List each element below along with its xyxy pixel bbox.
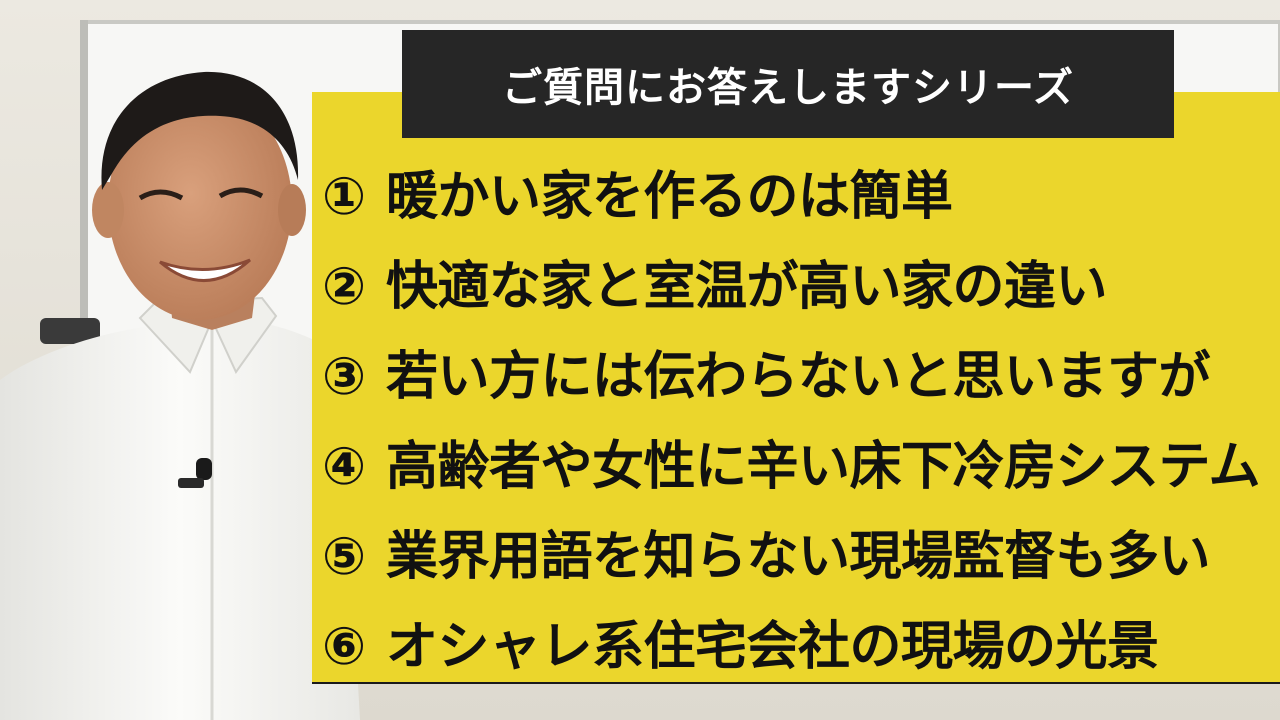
list-item: ④ 高齢者や女性に辛い床下冷房システム	[322, 436, 1272, 526]
whiteboard-frame-left	[80, 20, 88, 360]
list-item: ② 快適な家と室温が高い家の違い	[322, 256, 1272, 346]
item-text: 高齢者や女性に辛い床下冷房システム	[386, 437, 1260, 497]
item-number: ⑥	[322, 617, 367, 677]
presenter-eye-left	[138, 189, 184, 201]
list-item: ③ 若い方には伝わらないと思いますが	[322, 346, 1272, 436]
list-item: ⑤ 業界用語を知らない現場監督も多い	[322, 526, 1272, 616]
presenter-ear-right	[278, 184, 306, 236]
item-number: ②	[322, 257, 367, 317]
series-title: ご質問にお答えしますシリーズ	[502, 65, 1074, 111]
item-text: 暖かい家を作るのは簡単	[386, 167, 953, 227]
presenter-eye-right	[218, 187, 264, 199]
item-text: 快適な家と室温が高い家の違い	[386, 257, 1108, 317]
topic-list: ① 暖かい家を作るのは簡単 ② 快適な家と室温が高い家の違い ③ 若い方には伝わ…	[322, 166, 1272, 706]
title-bar: ご質問にお答えしますシリーズ	[402, 30, 1174, 138]
yellow-panel	[312, 92, 1280, 682]
presenter-mouth	[159, 258, 251, 282]
item-number: ④	[322, 437, 367, 497]
whiteboard-tray	[40, 318, 100, 344]
list-item: ⑥ オシャレ系住宅会社の現場の光景	[322, 616, 1272, 706]
presenter-shirt	[0, 320, 360, 720]
item-number: ③	[322, 347, 367, 407]
item-text: 若い方には伝わらないと思いますが	[386, 347, 1211, 407]
item-number: ①	[322, 167, 367, 227]
presenter-hair	[101, 71, 299, 190]
list-item: ① 暖かい家を作るのは簡単	[322, 166, 1272, 256]
presenter-ear-left	[92, 182, 124, 238]
item-text: オシャレ系住宅会社の現場の光景	[386, 617, 1159, 677]
lapel-microphone-icon	[178, 458, 212, 488]
item-number: ⑤	[322, 527, 367, 587]
item-text: 業界用語を知らない現場監督も多い	[386, 527, 1211, 587]
